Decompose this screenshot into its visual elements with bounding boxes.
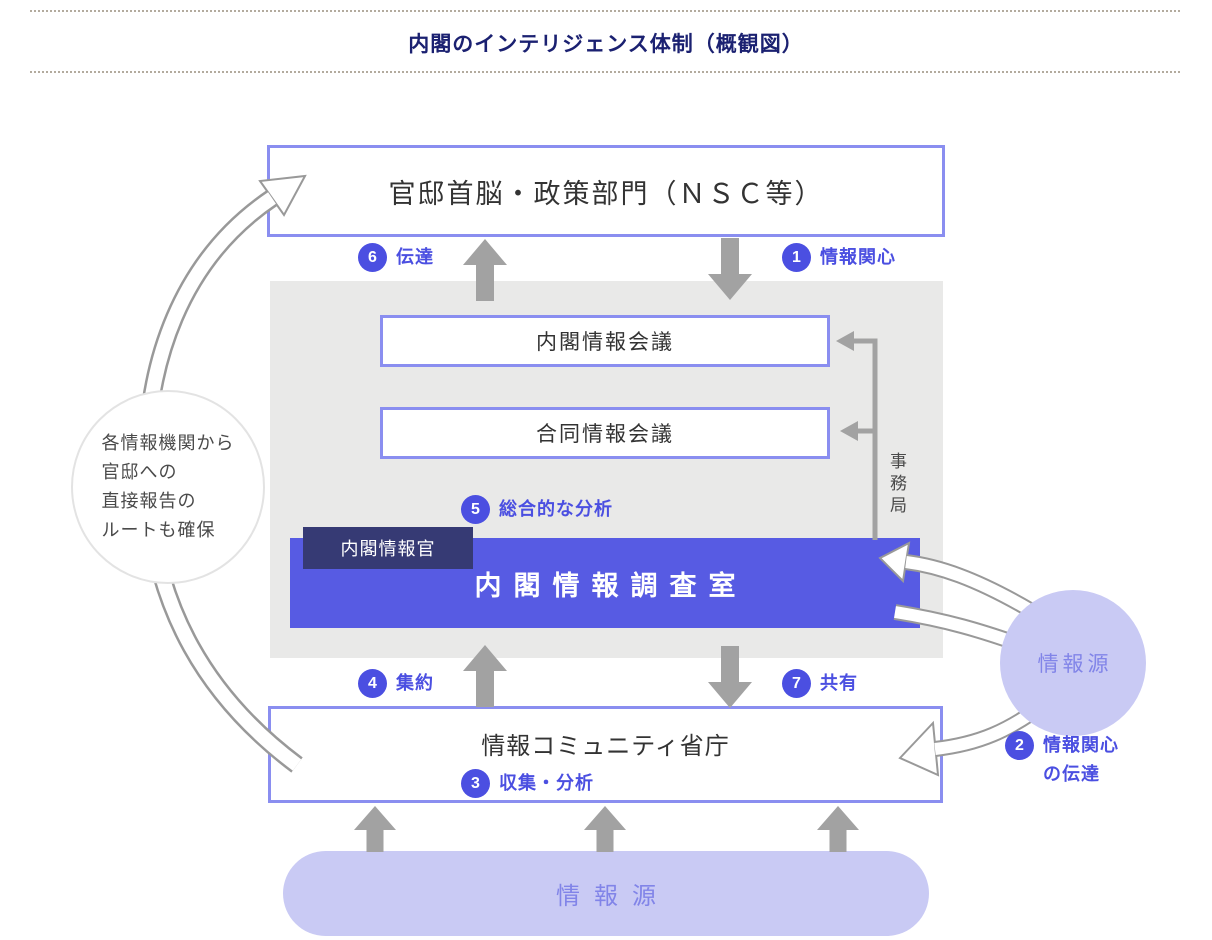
cabinet-intelligence-council-label: 内閣情報会議 [536, 331, 674, 354]
step-3-label: 収集・分析 [499, 773, 594, 793]
step-1-badge: 1 [782, 243, 811, 272]
arrow-up-source-left [354, 806, 396, 852]
step-3-badge: 3 [461, 769, 490, 798]
note-line-4: ルートも確保 [101, 520, 216, 540]
intelligence-community-label: 情報コミュニティ省庁 [481, 733, 730, 760]
cabinet-intelligence-council-box: 内閣情報会議 [380, 315, 830, 367]
step-5-label: 総合的な分析 [499, 499, 613, 519]
title-dotted-divider [30, 71, 1180, 73]
sources-circle-label: 情報源 [1037, 653, 1113, 676]
step-4-badge: 4 [358, 669, 387, 698]
cio-label-box: 内閣情報官 [303, 527, 473, 569]
step-6-label: 伝達 [396, 247, 434, 267]
step-6-transmit: 6 伝達 [358, 243, 434, 272]
joint-intelligence-council-box: 合同情報会議 [380, 407, 830, 459]
note-line-1: 各情報機関から [101, 433, 235, 453]
step-2-label: 情報関心 の伝達 [1043, 731, 1119, 789]
step-1-info-interest: 1 情報関心 [782, 243, 896, 272]
step-6-badge: 6 [358, 243, 387, 272]
step-1-label: 情報関心 [820, 247, 896, 267]
step-7-label: 共有 [820, 673, 858, 693]
arrow-up-source-right [817, 806, 859, 852]
sources-pill: 情報源 [283, 851, 929, 936]
top-dotted-divider [30, 10, 1180, 12]
secretariat-label: 事務局 [887, 452, 906, 518]
step-2-badge: 2 [1005, 731, 1034, 760]
step-4-label: 集約 [396, 673, 434, 693]
step-5-comprehensive-analysis: 5 総合的な分析 [461, 495, 613, 524]
direct-report-note-text: 各情報機関から 官邸への 直接報告の ルートも確保 [102, 429, 235, 545]
ciro-label: 内閣情報調査室 [474, 570, 748, 601]
step-2-label-line1: 情報関心 [1043, 735, 1119, 755]
note-line-2: 官邸への [101, 462, 178, 482]
cio-label: 内閣情報官 [340, 539, 436, 559]
page-title: 内閣のインテリジェンス体制（概観図） [408, 33, 804, 56]
note-line-3: 直接報告の [101, 491, 197, 511]
sources-circle: 情報源 [1000, 590, 1146, 736]
step-4-aggregate: 4 集約 [358, 669, 434, 698]
kantei-policy-label: 官邸首脳・政策部門（ＮＳＣ等） [388, 178, 824, 209]
joint-intelligence-council-label: 合同情報会議 [536, 423, 674, 446]
step-7-share: 7 共有 [782, 669, 858, 698]
arrow-up-source-center [584, 806, 626, 852]
direct-report-note-circle: 各情報機関から 官邸への 直接報告の ルートも確保 [71, 390, 265, 584]
step-2-info-interest-transmit: 2 情報関心 の伝達 [1005, 731, 1119, 789]
step-7-badge: 7 [782, 669, 811, 698]
step-3-collect-analyze: 3 収集・分析 [461, 769, 594, 798]
sources-pill-label: 情報源 [556, 883, 670, 910]
step-5-badge: 5 [461, 495, 490, 524]
step-2-label-line2: の伝達 [1043, 764, 1100, 784]
intelligence-community-box: 情報コミュニティ省庁 [268, 706, 943, 803]
kantei-policy-box: 官邸首脳・政策部門（ＮＳＣ等） [267, 145, 945, 237]
